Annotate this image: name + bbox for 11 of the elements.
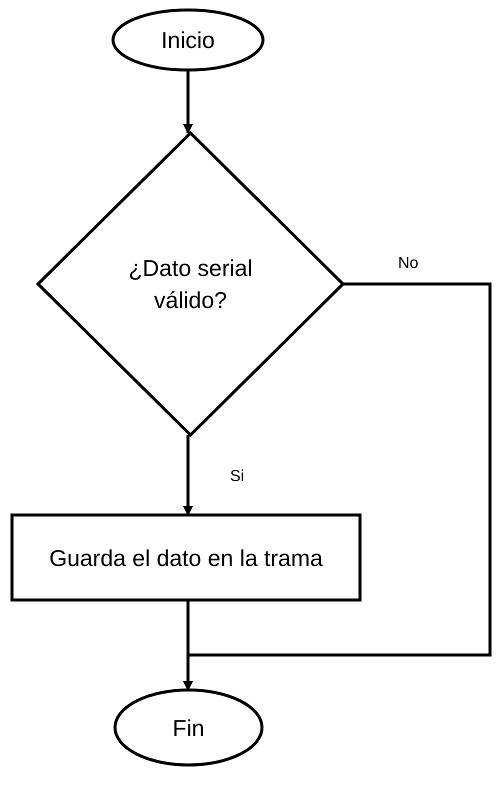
arrow — [183, 435, 193, 516]
arrow — [183, 70, 193, 134]
process-box — [10, 514, 362, 602]
node-label: Guarda el dato en la trama — [49, 544, 323, 572]
terminal-ellipse — [114, 688, 264, 766]
node-label: ¿Dato serial válido? — [128, 254, 254, 315]
arrow — [183, 282, 492, 691]
decision-diamond — [36, 130, 346, 438]
node-label: Fin — [172, 714, 204, 742]
node-label: Inicio — [161, 26, 215, 55]
terminal-ellipse — [112, 8, 264, 72]
